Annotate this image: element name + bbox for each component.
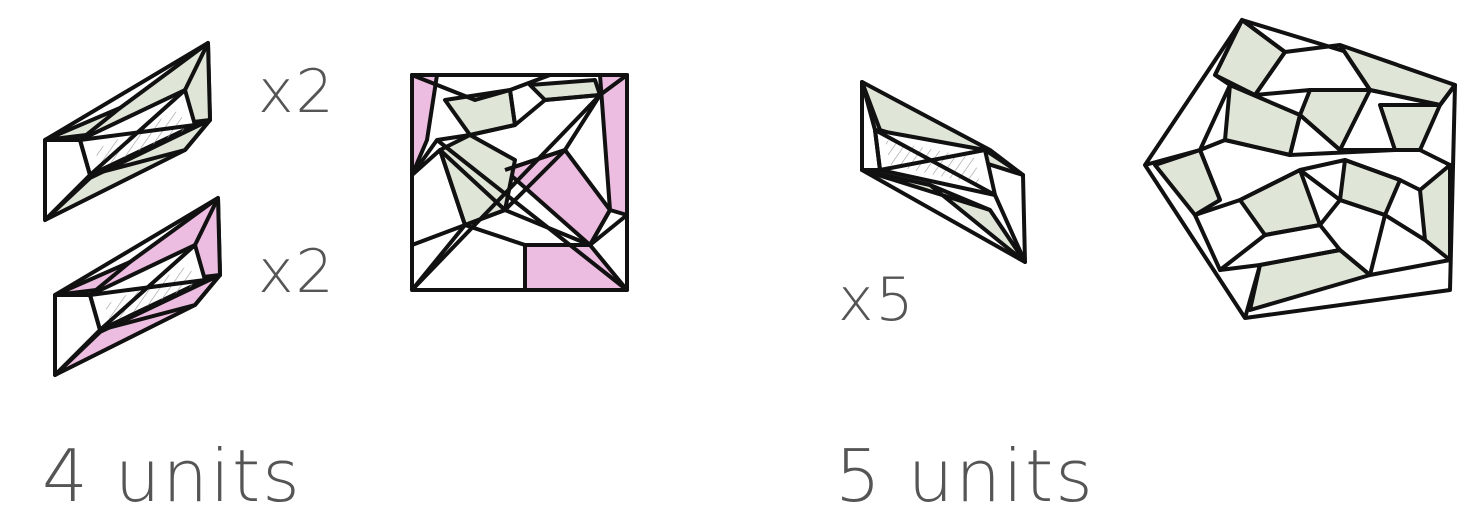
caption-four-units: 4 units xyxy=(42,440,302,512)
multiplier-five-units: x5 xyxy=(838,270,916,330)
multiplier-pink-unit: x2 xyxy=(258,242,336,302)
pink-unit-module-b xyxy=(55,198,220,375)
square-assembly xyxy=(412,75,627,290)
multiplier-green-unit: x2 xyxy=(258,62,336,122)
green-unit-module-c xyxy=(862,82,1025,262)
pentagon-assembly xyxy=(1145,20,1455,318)
green-unit-module-a xyxy=(45,43,210,220)
caption-five-units: 5 units xyxy=(835,440,1095,512)
